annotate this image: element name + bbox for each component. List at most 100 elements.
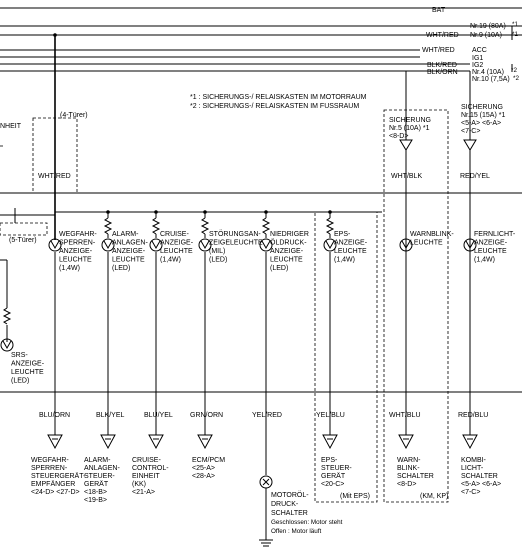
lamp-2-label-line-1: ALARM-: [112, 231, 139, 238]
wire-label-8: RED/BLU: [458, 412, 488, 419]
fuse-box-2-line-4: <7-C>: [461, 128, 480, 135]
bus-label-ig2: IG2: [472, 62, 483, 69]
destination-3-line-1: CRUISE-: [132, 457, 161, 464]
destination-3-line-2: CONTROL-: [132, 465, 169, 472]
option-eps: (Mit EPS): [340, 493, 370, 500]
destination-7-line-5: <7-C>: [461, 489, 480, 496]
fuse-ref-nr10-mark: *2: [513, 75, 519, 82]
destination-4-line-3: <28-A>: [192, 473, 215, 480]
fuse-box-2-line-3: <5-A> <6-A>: [461, 120, 501, 127]
fuse-box-2-line-1: SICHERUNG: [461, 104, 503, 111]
destination-2-line-2: ANLAGEN-: [84, 465, 120, 472]
lamp-7-label-line-1: WARNBLINK-: [410, 231, 454, 238]
bus-label-wht-red-acc: WHT/RED: [422, 47, 455, 54]
lamp-8-label-line-1: FERNLICHT-: [474, 231, 516, 238]
indicator-lamp-1: WEGFAHR-SPERREN-ANZEIGE-LEUCHTE(1,4W): [48, 212, 97, 435]
indicator-lamp-9: SRS-ANZEIGE-LEUCHTE(LED): [0, 338, 45, 385]
destination-6-line-1: WARN-: [397, 457, 421, 464]
fuse-box-1-line-1: SICHERUNG: [389, 117, 431, 124]
fuse-ref-nr19: Nr.19 (80A): [470, 23, 506, 30]
wire-label-6: YEL/BLU: [316, 412, 345, 419]
outlines: [0, 109, 522, 503]
indicator-lamp-8: FERNLICHT-ANZEIGE-LEUCHTE(1,4W): [463, 231, 516, 435]
left-fragment-nheit: NHEIT: [0, 123, 22, 130]
oil-switch-closed: Geschlossen: Motor steht: [271, 519, 343, 526]
lamp-1-label-line-4: LEUCHTE: [59, 257, 92, 264]
destination-5-line-3: GERÄT: [321, 472, 346, 480]
lamp-5-label-line-2: ÖLDRUCK-: [270, 239, 307, 247]
destinations-layer: WEGFAHR-SPERREN-STEUERGERÄT-EMPFÄNGER<24…: [31, 434, 501, 504]
lamp-3-label-line-1: CRUISE-: [160, 231, 189, 238]
bus-label-bat: BAT: [432, 7, 446, 14]
oil-switch-line-2: DRUCK-: [271, 501, 299, 508]
fuse-box-2-line-2: Nr.15 (15A) *1: [461, 112, 505, 119]
lamp-2-label-line-3: ANZEIGE-: [112, 248, 146, 255]
lamp-9-label-line-1: SRS-: [11, 352, 28, 359]
destination-7-line-4: <5-A> <6-A>: [461, 481, 501, 488]
lamp-7-label-line-2: LEUCHTE: [410, 240, 443, 247]
note-1: *1 : SICHERUNGS-/ RELAISKASTEN IM MOTORR…: [190, 94, 367, 101]
destination-4-line-2: <25-A>: [192, 465, 215, 472]
destination-1: WEGFAHR-SPERREN-STEUERGERÄT-EMPFÄNGER<24…: [31, 434, 86, 496]
bus-label-blk-red: BLK/RED: [427, 62, 457, 69]
lamp-9-label-line-4: (LED): [11, 378, 29, 385]
lamp-4-label-line-4: (LED): [209, 257, 227, 264]
fuse-ref-nr4-mark: *2: [511, 67, 517, 74]
lamp-5-label-line-3: ANZEIGE-: [270, 248, 304, 255]
oil-switch-line-1: MOTORÖL-: [271, 491, 309, 499]
wire-label-5: YEL/RED: [252, 412, 282, 419]
lamp-9-label-line-2: ANZEIGE-: [11, 361, 45, 368]
lamp-3-label-line-4: (1,4W): [160, 257, 181, 264]
fuse-ref-nr9: Nr.9 (10A): [470, 32, 502, 39]
destination-1-line-2: SPERREN-: [31, 465, 68, 472]
lamp-1-label-line-3: ANZEIGE-: [59, 248, 93, 255]
destination-2-line-3: STEUER-: [84, 473, 115, 480]
destination-6-line-4: <8-D>: [397, 481, 416, 488]
lamp-6-label-line-1: EPS-: [334, 231, 351, 238]
destination-3: CRUISE-CONTROL-EINHEIT(KK)<21-A>: [132, 434, 169, 496]
destination-4: ECM/PCM<25-A><28-A>: [192, 434, 225, 480]
bus-label-wht-red-nr9: WHT/RED: [426, 32, 459, 39]
option-km-kp: (KM, KP): [420, 493, 448, 500]
destination-3-line-4: (KK): [132, 481, 146, 488]
fuse-symbols: [399, 71, 477, 255]
lamp-5-label-line-4: LEUCHTE: [270, 257, 303, 264]
indicator-lamp-4: STÖRUNGSAN-ZEIGELEUCHTE(MIL)(LED): [198, 210, 263, 435]
destination-2: ALARM-ANLAGEN-STEUER-GERÄT<18-B><19-B>: [84, 434, 120, 504]
destination-2-line-5: <18-B>: [84, 489, 107, 496]
indicator-lamp-2: ALARM-ANLAGEN-ANZEIGE-LEUCHTE(LED): [101, 210, 148, 435]
destination-2-line-4: GERÄT: [84, 480, 109, 488]
fuse-box-1-line-3: <8-D>: [389, 133, 408, 140]
lamps-layer: WEGFAHR-SPERREN-ANZEIGE-LEUCHTE(1,4W)ALA…: [0, 210, 516, 435]
wire-label-7: WHT/BLU: [389, 412, 421, 419]
lamp-2-label-line-5: (LED): [112, 265, 130, 272]
lamp-5-label-line-5: (LED): [270, 265, 288, 272]
indicator-lamp-6: EPS-ANZEIGE-LEUCHTE(1,4W): [323, 210, 368, 435]
destination-3-line-5: <21-A>: [132, 489, 155, 496]
lamp-1-label-line-5: (1,4W): [59, 265, 80, 272]
wire-label-1: BLU/ORN: [39, 412, 70, 419]
supply-wiring: [0, 35, 382, 342]
power-buses: [0, 7, 522, 72]
destination-2-line-1: ALARM-: [84, 457, 111, 464]
destination-6: WARN-BLINK-SCHALTER<8-D>: [397, 434, 434, 488]
lamp-8-label-line-4: (1,4W): [474, 257, 495, 264]
fuse-ref-nr19-mark: *1: [512, 21, 518, 28]
fuse-ref-nr9-mark: *1: [512, 31, 518, 38]
fuse-ref-nr10: Nr.10 (7,5A): [472, 76, 510, 83]
bus-label-ig1: IG1: [472, 55, 483, 62]
fuse-ref-nr4: Nr.4 (10A): [472, 69, 504, 76]
lamp-8-label-line-3: LEUCHTE: [474, 248, 507, 255]
destination-5: EPS-STEUER-GERÄT<20-C>: [321, 434, 352, 488]
lamp-6-label-line-3: LEUCHTE: [334, 248, 367, 255]
lamp-6-label-line-4: (1,4W): [334, 257, 355, 264]
wire-label-3: BLU/YEL: [144, 412, 173, 419]
destination-1-line-3: STEUERGERÄT-: [31, 472, 86, 480]
destination-1-line-4: EMPFÄNGER: [31, 480, 75, 488]
oil-switch-open: Offen : Motor läuft: [271, 528, 322, 535]
lamp-3-label-line-3: LEUCHTE: [160, 248, 193, 255]
